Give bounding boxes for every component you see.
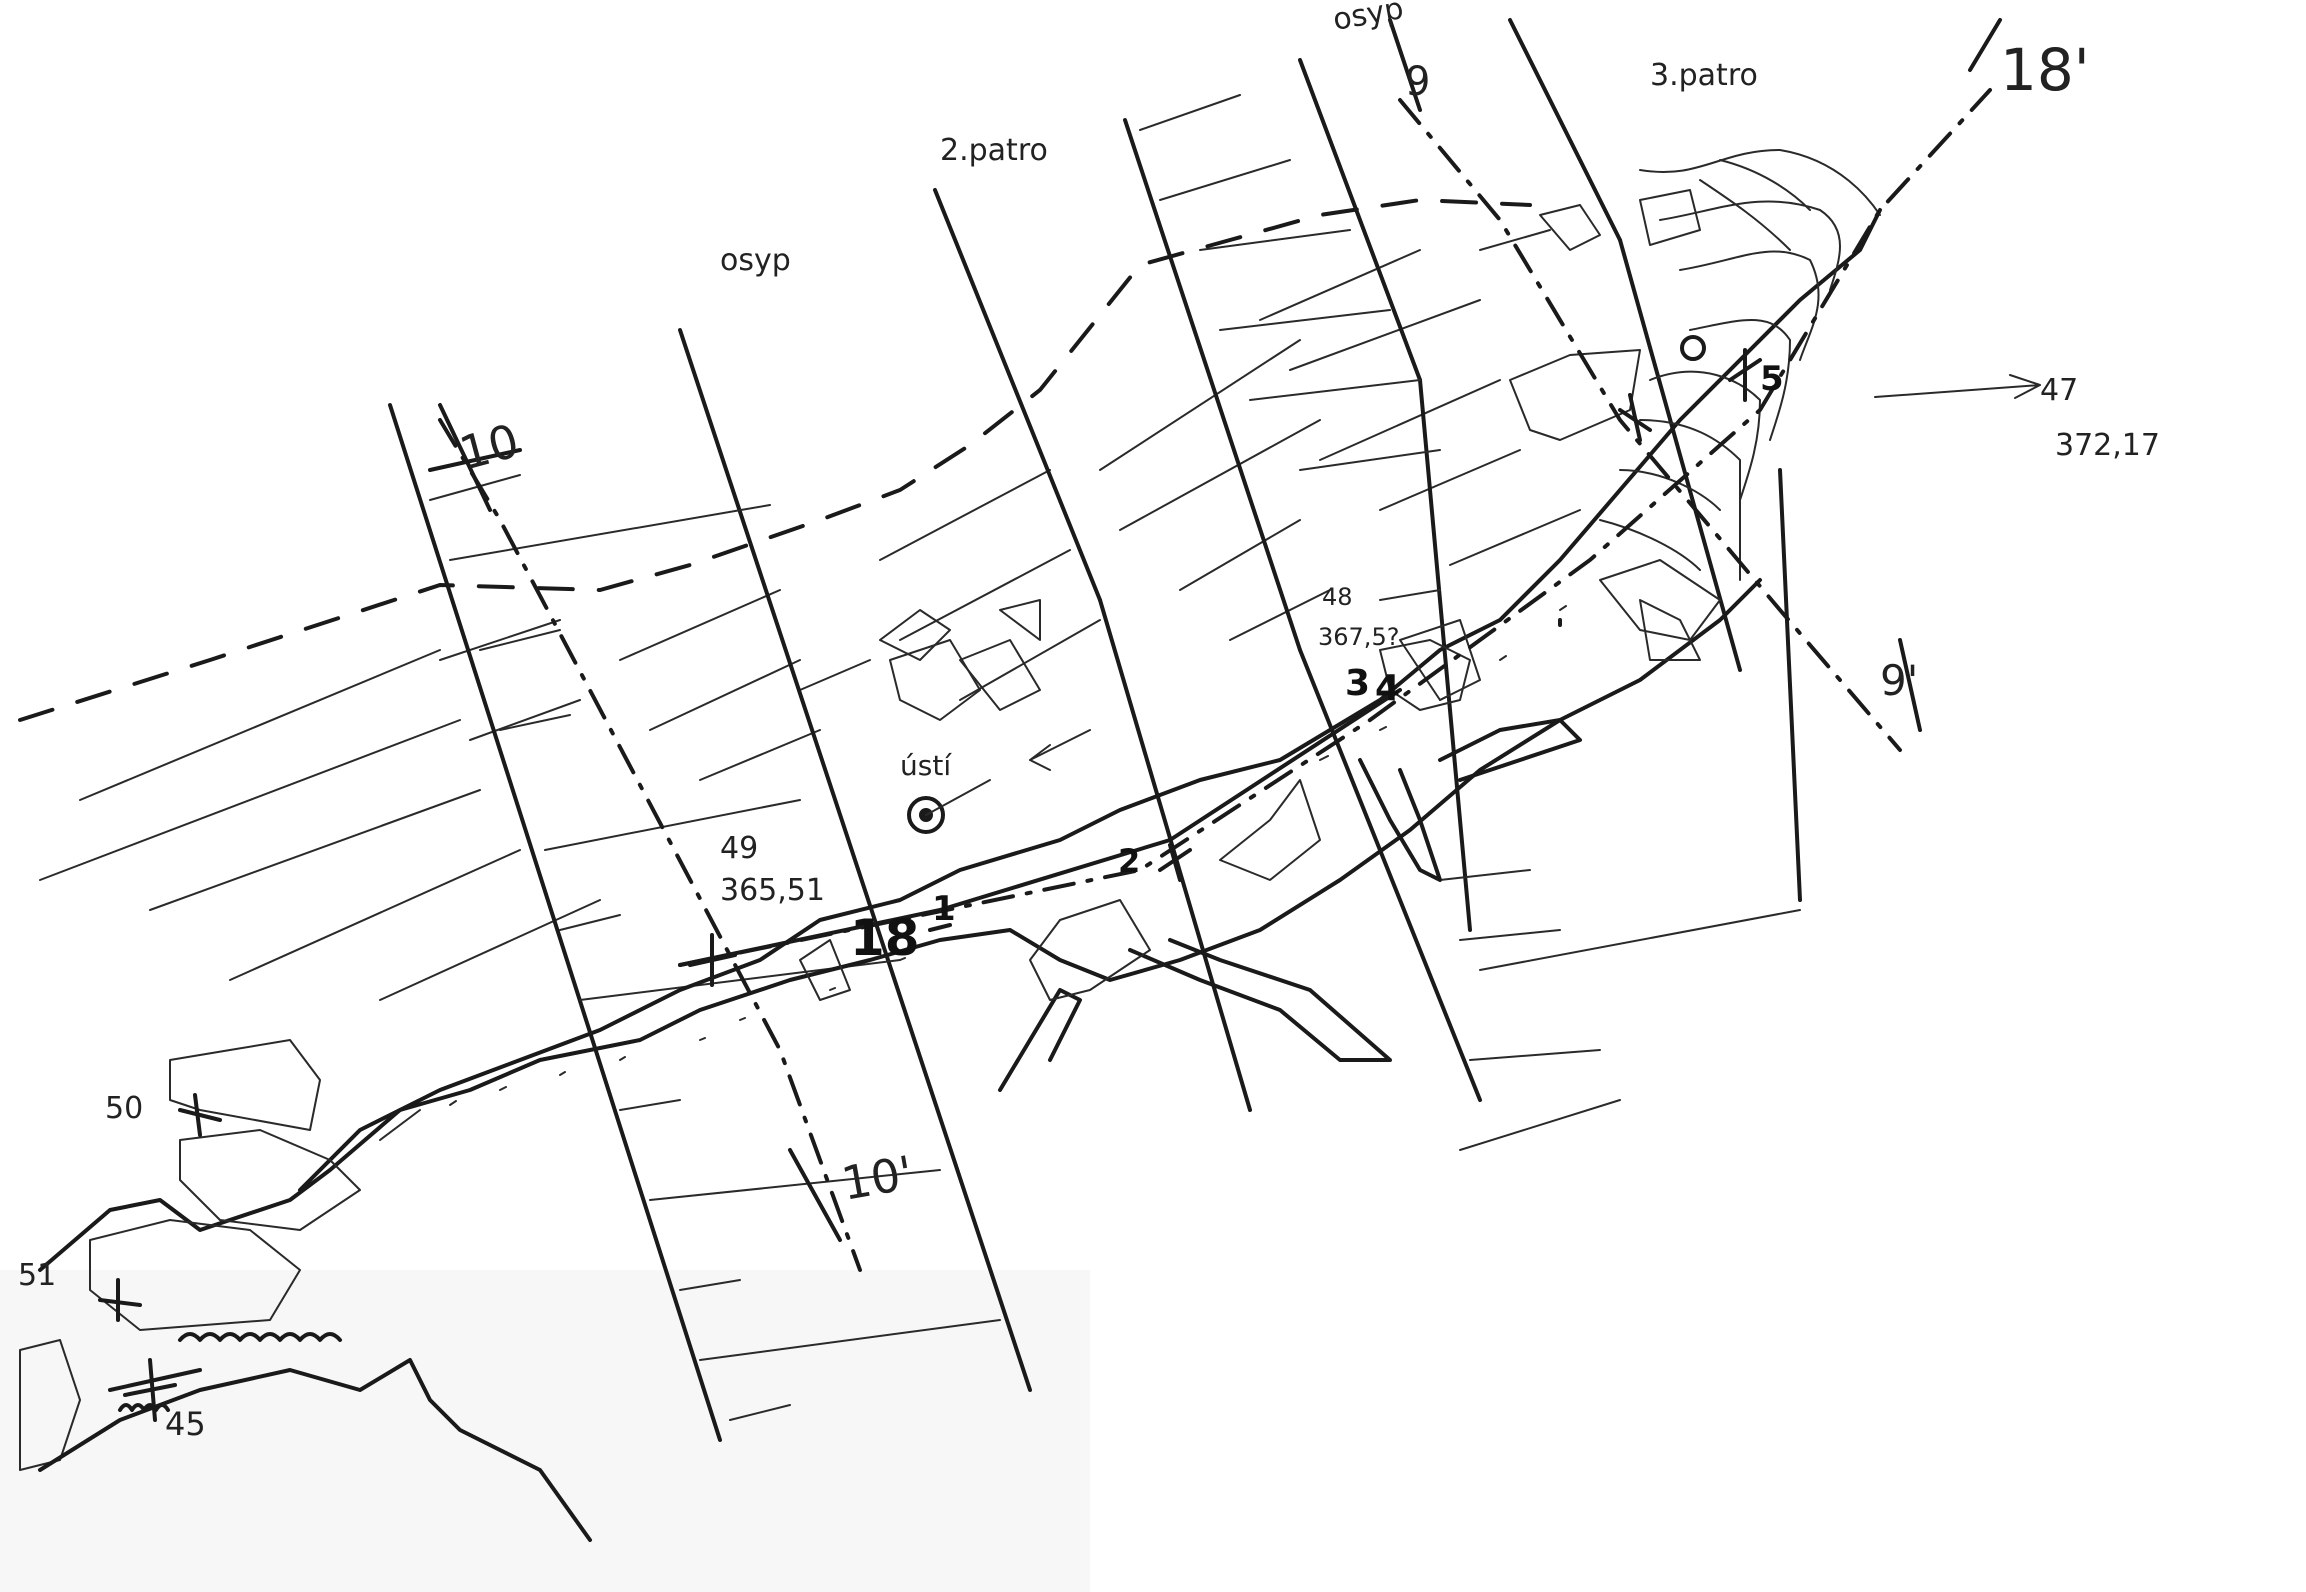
label-rubble-left: osyp — [720, 243, 791, 278]
side-branch-upper — [1438, 718, 1582, 782]
side-branch-mid — [1358, 758, 1442, 882]
side-branch-right-2 — [998, 988, 1082, 1092]
label-point-48-elevation: 367,5? — [1318, 623, 1399, 651]
label-point-50: 50 — [105, 1091, 143, 1126]
passage-lower-wall — [38, 578, 1762, 1272]
label-dip-45: 45 — [165, 1405, 206, 1443]
label-profile-9-end: 9' — [1880, 656, 1918, 705]
label-profile-10-end: 10' — [838, 1145, 917, 1211]
survey-point-circle — [1680, 335, 1706, 361]
scan-sheet-bottom — [0, 1270, 1090, 1592]
label-station-3: 3 — [1345, 663, 1370, 704]
label-profile-18-end: 18' — [2000, 36, 2090, 104]
station-crosses — [98, 348, 1762, 1322]
hatched-blocks — [19, 189, 1721, 1471]
profile-tick-marks — [428, 18, 2002, 1242]
passage-upper-wall — [298, 208, 1882, 1192]
profile-axis-10 — [438, 418, 862, 1272]
contour-lines-left — [39, 229, 1581, 1001]
passage-floor-marks — [379, 605, 1567, 1141]
section-strip-lines — [388, 18, 1802, 1442]
survey-leg-line — [678, 688, 1402, 967]
label-point-51: 51 — [18, 1258, 56, 1293]
scalloped-edge-left — [118, 1403, 170, 1412]
label-profile-18: 18 — [850, 909, 920, 967]
entrance-symbol — [907, 779, 991, 834]
label-station-4: 4 — [1375, 668, 1400, 709]
chamber-contours — [1599, 149, 1881, 581]
label-point-47-elevation: 372,17 — [2055, 428, 2160, 463]
label-floor-2: 2.patro — [940, 133, 1048, 168]
entrance-arrow — [1029, 729, 1091, 771]
scalloped-edge — [178, 1332, 342, 1342]
section-rungs — [429, 94, 1801, 1421]
dip-symbol — [108, 1358, 202, 1422]
label-profile-10: 10 — [454, 413, 525, 480]
side-branch-right — [1128, 938, 1392, 1062]
profile-axis-18 — [678, 88, 1992, 967]
profile-axis-9 — [1398, 98, 1902, 752]
label-point-48-number: 48 — [1322, 583, 1353, 611]
label-point-49-elevation: 365,51 — [720, 873, 825, 908]
label-point-49-number: 49 — [720, 831, 758, 866]
label-profile-9: 9 — [1405, 59, 1430, 105]
label-station-1: 1 — [932, 889, 956, 929]
label-floor-3: 3.patro — [1650, 58, 1758, 93]
label-entrance: ústí — [900, 749, 952, 782]
label-point-47-number: 47 — [2040, 373, 2078, 408]
arrow-to-point-47 — [1874, 374, 2041, 399]
label-station-2: 2 — [1118, 842, 1140, 880]
plateau-edge-dashed-line — [18, 197, 1532, 722]
label-station-5: 5 — [1760, 359, 1784, 399]
